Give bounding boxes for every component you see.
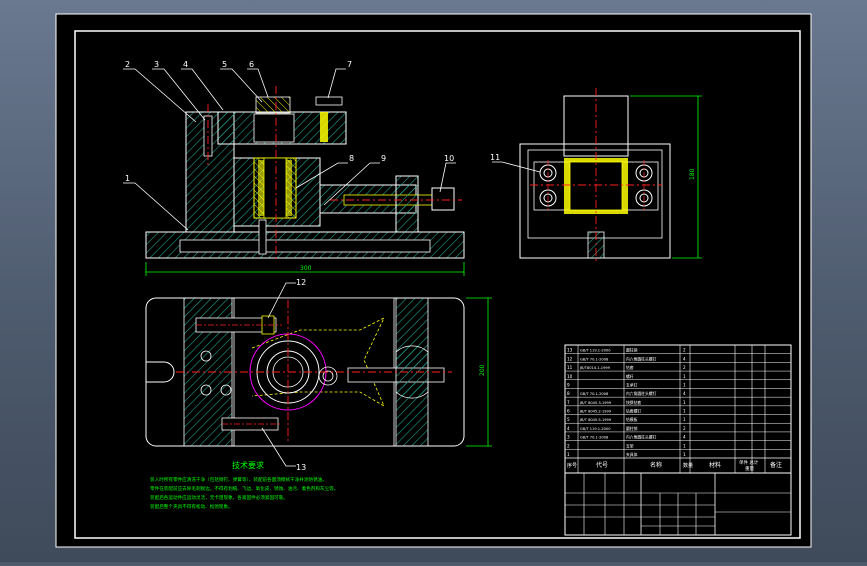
bom-header-weight: 单件 总计 xyxy=(739,459,759,466)
bom-cell-no: 9 xyxy=(567,382,570,387)
bom-header-name: 名称 xyxy=(650,461,662,469)
bom-cell-code: GB/T 119.1-2000 xyxy=(580,349,611,353)
bom-cell-no: 1 xyxy=(567,452,570,457)
bom-cell-qty: 1 xyxy=(683,452,686,457)
bom-cell-code: GB/T 119.1-2000 xyxy=(580,427,611,431)
front-view xyxy=(123,68,465,276)
bom-cell-no: 12 xyxy=(567,356,573,361)
bom-cell-qty: 2 xyxy=(683,348,686,353)
bom-cell-name: 螺杆 xyxy=(626,374,634,379)
bom-header-weight-label: 重量 xyxy=(745,465,754,472)
dimension-plan-height: 200 xyxy=(479,364,486,376)
callout-7: 7 xyxy=(347,60,352,69)
callout-3: 3 xyxy=(154,60,159,69)
bom-cell-qty: 1 xyxy=(683,374,686,379)
bom-table xyxy=(565,345,791,473)
bom-cell-name: 钻套螺钉 xyxy=(626,409,641,414)
technical-requirements-title: 技术要求 xyxy=(232,460,264,470)
callout-13: 13 xyxy=(296,463,306,472)
bom-cell-code: JB/T8014.1-1999 xyxy=(579,366,611,370)
bom-cell-no: 10 xyxy=(567,374,573,379)
bom-cell-code: JB/T 8045.3-1999 xyxy=(579,401,612,405)
bom-cell-code: GB/T 70.1-2008 xyxy=(580,357,609,361)
bom-cell-no: 7 xyxy=(567,400,570,405)
title-block xyxy=(564,344,792,536)
bom-cell-no: 13 xyxy=(567,348,573,353)
callout-8: 8 xyxy=(349,154,354,163)
bom-header-code: 代号 xyxy=(596,461,608,469)
bom-cell-qty: 4 xyxy=(683,391,686,396)
inner-frame xyxy=(74,30,801,539)
bom-cell-qty: 1 xyxy=(683,409,686,414)
bom-cell-name: 支承钉 xyxy=(626,382,638,387)
outer-frame xyxy=(55,13,812,548)
bom-cell-qty: 2 xyxy=(683,365,686,370)
technical-requirement-line-3: 装配后各运动件应运动灵活，无卡阻现象，各紧固件必须紧固可靠。 xyxy=(150,494,288,501)
bom-cell-qty: 2 xyxy=(683,426,686,431)
bom-cell-code: GB/T 70.1-2008 xyxy=(580,392,609,396)
bom-cell-no: 6 xyxy=(567,409,570,414)
bom-cell-name: 夹具体 xyxy=(626,452,638,457)
bom-cell-no: 5 xyxy=(567,417,570,422)
bom-cell-no: 3 xyxy=(567,435,570,440)
technical-requirement-line-2: 零件在装配前应去除毛刺锐边，不得有划痕、飞边、氧化皮、锈蚀、油污、着色剂和灰尘等… xyxy=(150,485,338,492)
callout-11: 11 xyxy=(490,153,500,162)
bom-cell-qty: 1 xyxy=(683,443,686,448)
bom-cell-name: 快换钻套 xyxy=(626,400,641,405)
dimension-front-width: 300 xyxy=(300,265,312,272)
bom-cell-qty: 1 xyxy=(683,382,686,387)
side-view xyxy=(492,88,702,262)
bom-cell-name: 圆柱销 xyxy=(626,348,638,353)
callout-6: 6 xyxy=(249,60,254,69)
dimension-side-height: 180 xyxy=(689,168,696,180)
bom-cell-name: 内六角圆柱头螺钉 xyxy=(626,435,657,440)
technical-requirement-line-4: 装配后整个夹具不得有松动、松弛现象。 xyxy=(150,503,233,510)
callout-4: 4 xyxy=(183,60,188,69)
bom-cell-qty: 1 xyxy=(683,400,686,405)
callout-2: 2 xyxy=(125,60,130,69)
drawing-sheet xyxy=(56,14,811,547)
bom-cell-code: GB/T 70.1-2008 xyxy=(580,436,609,440)
technical-requirement-line-1: 装入时所有零件应清洗干净（包括销钉、弹簧等），装配前各面须擦拭干净并涂防锈油。 xyxy=(150,476,327,483)
callout-5: 5 xyxy=(222,60,227,69)
bom-cell-code: JB/T 8045.2-1999 xyxy=(579,410,612,414)
bom-header-qty: 数量 xyxy=(683,462,693,469)
bom-cell-no: 2 xyxy=(567,443,570,448)
bom-cell-name: 内六角圆柱头螺钉 xyxy=(626,356,657,361)
bom-header-no: 序号 xyxy=(567,462,577,469)
callout-1: 1 xyxy=(125,174,130,183)
bom-cell-name: 内六角圆柱头螺钉 xyxy=(626,391,657,396)
bom-cell-no: 4 xyxy=(567,426,570,431)
bom-cell-code: JB/T 8045.5-1999 xyxy=(579,418,612,422)
bom-header-note: 备注 xyxy=(770,461,782,469)
callout-10: 10 xyxy=(444,154,454,163)
bom-cell-name: 钻模板 xyxy=(626,417,638,422)
plan-view xyxy=(145,282,492,467)
bom-cell-qty: 4 xyxy=(683,435,686,440)
bom-cell-qty: 4 xyxy=(683,356,686,361)
bom-cell-no: 11 xyxy=(567,365,573,370)
callout-12: 12 xyxy=(296,278,306,287)
bom-cell-qty: 1 xyxy=(683,417,686,422)
bom-cell-name: 支架 xyxy=(626,443,634,448)
bom-cell-name: 钻套 xyxy=(626,365,634,370)
bom-header-material: 材料 xyxy=(709,461,721,469)
callout-9: 9 xyxy=(381,154,386,163)
bom-cell-no: 8 xyxy=(567,391,570,396)
bom-cell-name: 圆柱销 xyxy=(626,426,638,431)
